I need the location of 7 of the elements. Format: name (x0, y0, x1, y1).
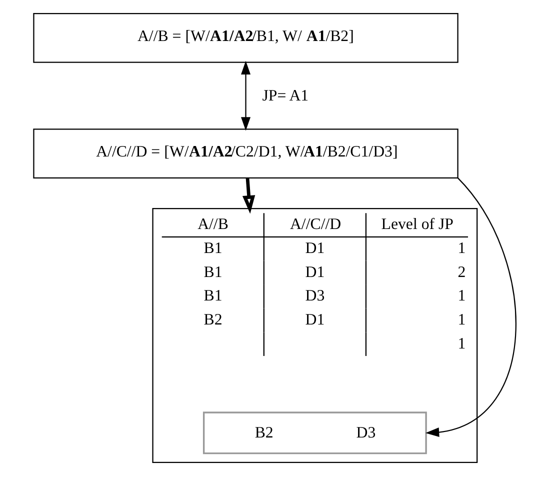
node-box: A//C//D = [W/A1/A2/C2/D1, W/A1/B2/C1/D3] (33, 128, 458, 178)
arrow (425, 177, 516, 437)
node-box: B2 D3 (202, 411, 427, 454)
arrow (241, 60, 251, 130)
node-box: A//B = [W/A1/A2/B1, W/ A1/B2] (33, 12, 458, 62)
arrow (242, 177, 256, 214)
edge-label: JP= A1 (262, 87, 309, 104)
